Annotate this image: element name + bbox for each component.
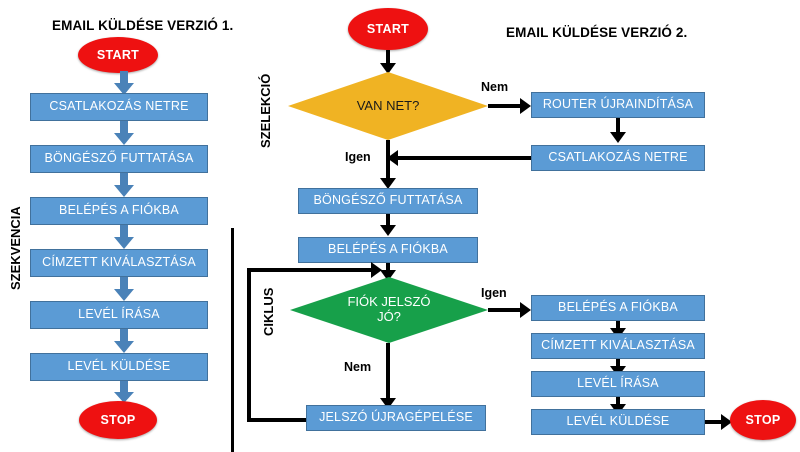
v2-arrowhead-connect-return (387, 150, 398, 166)
chart-divider (231, 228, 234, 452)
v2-arrowhead-start-to-decision-net (380, 63, 396, 74)
v2-branch-label-no-net: Nem (481, 80, 509, 94)
v1-arrow-step2-to-step3 (114, 173, 134, 197)
v2-arrowhead-no-net (520, 98, 531, 114)
v2-line-start-to-decision-net (386, 50, 390, 65)
v2-arrowhead-yes-password (520, 302, 531, 318)
v2-step-connect-network[interactable]: CSATLAKOZÁS NETRE (531, 145, 705, 171)
v1-stop-terminator[interactable]: STOP (79, 401, 157, 439)
diamond-shape-yellow (288, 72, 488, 140)
title-version-1: EMAIL KÜLDÉSE VERZIÓ 1. (52, 18, 234, 33)
diamond-shape-green (290, 277, 488, 343)
v2-arrowhead-no-password (380, 398, 396, 409)
v2-step-login-account[interactable]: BELÉPÉS A FIÓKBA (298, 237, 478, 263)
v2-arrowhead-yes-net (380, 178, 396, 189)
v2-decision-has-internet[interactable]: VAN NET? (288, 72, 488, 140)
v2-line-yes-password (488, 308, 522, 312)
region-label-selection: SZELEKCIÓ (258, 73, 273, 148)
v2-line-connect-return (398, 156, 531, 160)
region-label-sequence: SZEKVENCIA (8, 206, 23, 290)
v2-step-retype-password[interactable]: JELSZÓ ÚJRAGÉPELÉSE (306, 405, 486, 431)
v1-step-2[interactable]: BÖNGÉSZŐ FUTTATÁSA (30, 145, 208, 173)
v2-line-no-password (386, 343, 390, 403)
v2-step-restart-router[interactable]: ROUTER ÚJRAINDÍTÁSA (531, 92, 705, 118)
v2-loop-arrowhead (371, 262, 382, 278)
v1-arrow-step5-to-step6 (114, 329, 134, 353)
v2-success-step-4[interactable]: LEVÉL KÜLDÉSE (531, 409, 705, 435)
v2-line-router-to-connect (616, 118, 620, 134)
v2-line-success-2-to-3 (616, 359, 620, 370)
v1-arrow-step1-to-step2 (114, 121, 134, 145)
v1-step-1[interactable]: CSATLAKOZÁS NETRE (30, 93, 208, 121)
v1-arrow-start-to-step1 (114, 71, 134, 95)
v2-line-browser-to-login (386, 214, 390, 227)
v2-loop-line-bottom (247, 418, 307, 422)
v2-branch-label-yes-password: Igen (481, 286, 507, 300)
v2-start-terminator[interactable]: START (348, 8, 428, 50)
v1-step-6[interactable]: LEVÉL KÜLDÉSE (30, 353, 208, 381)
v2-decision-password-ok[interactable]: FIÓK JELSZÓ JÓ? (290, 277, 488, 343)
v2-line-success-3-to-4 (616, 397, 620, 408)
v2-line-to-stop (705, 420, 723, 424)
region-label-loop: CIKLUS (261, 287, 276, 336)
v2-decision-password-ok-label: FIÓK JELSZÓ JÓ? (347, 294, 431, 324)
v2-arrowhead-to-stop (721, 414, 732, 430)
v2-line-success-1-to-2 (616, 321, 620, 332)
v2-success-step-2[interactable]: CÍMZETT KIVÁLASZTÁSA (531, 333, 705, 359)
v1-step-4[interactable]: CÍMZETT KIVÁLASZTÁSA (30, 249, 208, 277)
v1-arrow-step4-to-step5 (114, 277, 134, 301)
v2-decision-has-internet-label: VAN NET? (356, 97, 420, 113)
v2-success-step-1[interactable]: BELÉPÉS A FIÓKBA (531, 295, 705, 321)
v1-step-3[interactable]: BELÉPÉS A FIÓKBA (30, 197, 208, 225)
v2-arrowhead-login-to-decision-password (380, 270, 396, 281)
title-version-2: EMAIL KÜLDÉSE VERZIÓ 2. (506, 25, 688, 40)
v2-step-run-browser[interactable]: BÖNGÉSZŐ FUTTATÁSA (298, 188, 478, 214)
v2-arrowhead-router-to-connect (610, 132, 626, 143)
v2-line-no-net (488, 104, 522, 108)
v2-arrowhead-browser-to-login (380, 225, 396, 236)
v1-start-terminator[interactable]: START (78, 37, 158, 73)
v2-line-yes-net (386, 140, 390, 180)
v2-success-step-3[interactable]: LEVÉL ÍRÁSA (531, 371, 705, 397)
v1-arrow-step6-to-stop (114, 381, 134, 403)
v2-stop-terminator[interactable]: STOP (730, 400, 796, 440)
v2-branch-label-no-password: Nem (344, 360, 372, 374)
v1-step-5[interactable]: LEVÉL ÍRÁSA (30, 301, 208, 329)
v2-loop-line-vertical (247, 268, 251, 422)
v2-loop-line-top (247, 268, 373, 272)
v1-arrow-step3-to-step4 (114, 225, 134, 249)
v2-branch-label-yes-net: Igen (345, 150, 371, 164)
